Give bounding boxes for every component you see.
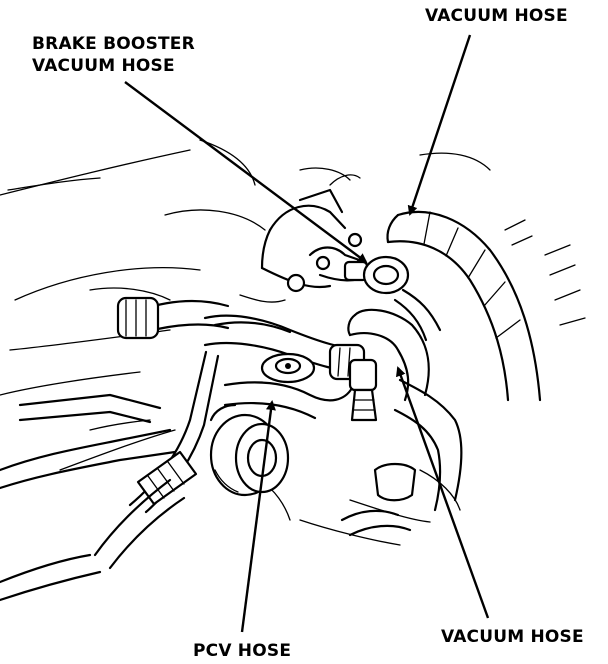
brake-booster-hose-part bbox=[260, 188, 442, 342]
vacuum-hose-bottom-part bbox=[340, 308, 463, 537]
background-contours bbox=[0, 139, 586, 546]
leader-pcv-hose bbox=[240, 400, 276, 633]
label-brake-booster-line2: VACUUM HOSE bbox=[32, 56, 175, 76]
leader-lines bbox=[124, 34, 490, 633]
vacuum-hose-top-part bbox=[386, 210, 542, 402]
label-vacuum-hose-bottom: VACUUM HOSE bbox=[441, 627, 584, 647]
label-brake-booster-line1: BRAKE BOOSTER bbox=[32, 34, 195, 54]
leader-vacuum-hose-top bbox=[407, 34, 472, 216]
leader-brake-booster bbox=[124, 81, 368, 264]
canister-part bbox=[209, 403, 290, 497]
label-vacuum-hose-top: VACUUM HOSE bbox=[425, 6, 568, 26]
label-pcv-hose: PCV HOSE bbox=[193, 641, 292, 661]
leader-vacuum-hose-bottom bbox=[396, 366, 490, 619]
pcv-hose-part bbox=[116, 296, 378, 422]
left-tubes bbox=[0, 350, 220, 602]
